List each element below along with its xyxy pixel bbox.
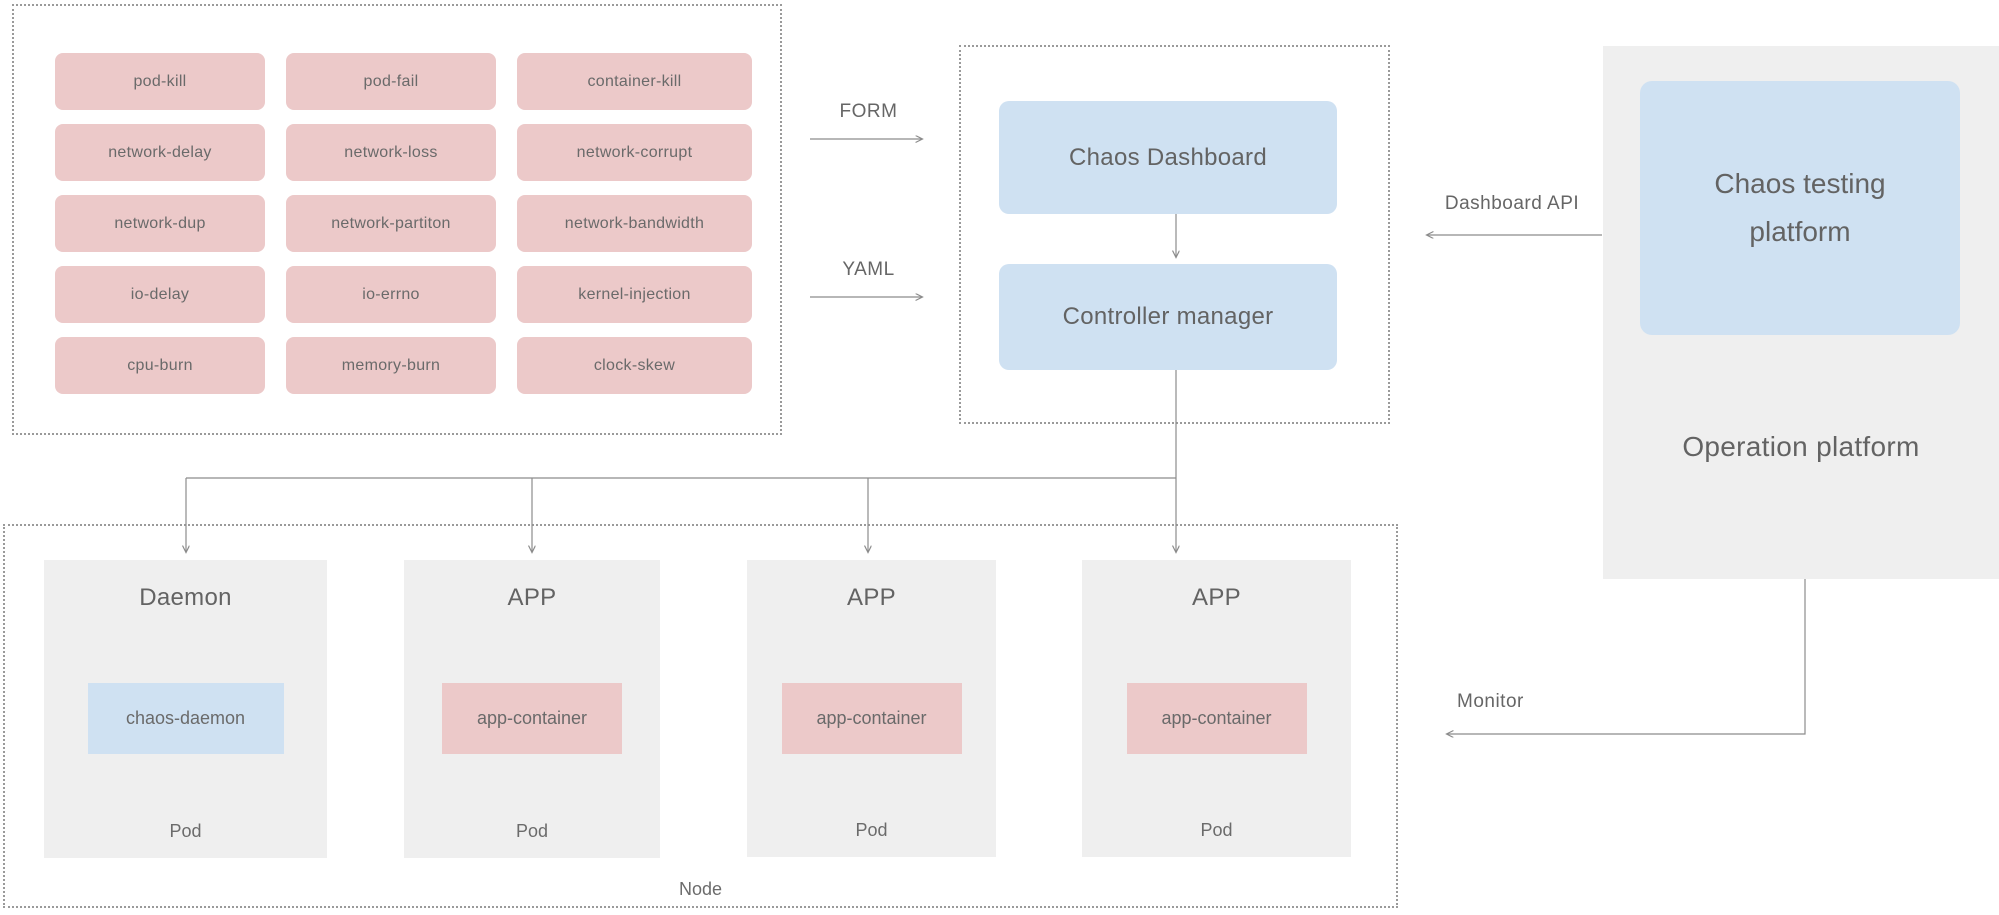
chaos-type-chip: network-dup [55, 195, 265, 252]
chaos-type-chip: network-delay [55, 124, 265, 181]
pod-label: Pod [855, 820, 888, 840]
pod-title: Daemon [139, 584, 232, 611]
app-container-chip: app-container [781, 683, 962, 754]
app-container-chip: app-container [1126, 683, 1307, 754]
app-container-chip: app-container [442, 683, 622, 754]
chaos-type-chip: io-errno [286, 266, 496, 323]
pod-label: Pod [1200, 820, 1233, 840]
chaos-types-panel: pod-kill pod-fail container-kill network… [12, 4, 782, 435]
operation-platform-panel: Chaos testing platform Operation platfor… [1603, 46, 1999, 579]
node-label: Node [678, 879, 723, 899]
chaos-type-chip: network-bandwidth [517, 195, 752, 252]
controller-manager-box: Controller manager [999, 264, 1337, 370]
chaos-testing-platform-label: Chaos testing platform [1714, 168, 1886, 247]
operation-platform-label: Operation platform [1682, 431, 1920, 462]
chaos-daemon-chip: chaos-daemon [87, 683, 284, 754]
chaos-type-chip: network-partiton [286, 195, 496, 252]
chaos-type-chip: network-loss [286, 124, 496, 181]
pod-label: Pod [515, 821, 549, 841]
pod-box-app: APP app-container Pod [747, 560, 996, 857]
dashboard-api-label: Dashboard API [1444, 193, 1580, 214]
chaos-type-chip: kernel-injection [517, 266, 752, 323]
pod-label: Pod [169, 821, 202, 841]
pod-title: APP [1192, 584, 1241, 611]
form-label: FORM [839, 101, 898, 122]
chaos-type-chip: network-corrupt [517, 124, 752, 181]
monitor-label: Monitor [1457, 691, 1524, 712]
yaml-label: YAML [842, 259, 895, 280]
chaos-type-chip: container-kill [517, 53, 752, 110]
control-plane-panel [959, 45, 1390, 424]
chaos-type-chip: io-delay [55, 266, 265, 323]
chaos-type-chip: clock-skew [517, 337, 752, 394]
pod-title: APP [847, 584, 896, 611]
chaos-type-chip: pod-fail [286, 53, 496, 110]
pod-box-app: APP app-container Pod [1082, 560, 1351, 857]
node-panel: Node [3, 524, 1398, 908]
chaos-testing-platform-box: Chaos testing platform [1640, 81, 1960, 335]
pod-title: APP [507, 584, 557, 611]
chaos-dashboard-box: Chaos Dashboard [999, 101, 1337, 214]
pod-box-app: APP app-container Pod [404, 560, 660, 858]
chaos-type-chip: pod-kill [55, 53, 265, 110]
chaos-types-grid: pod-kill pod-fail container-kill network… [55, 53, 752, 394]
pod-box-daemon: Daemon chaos-daemon Pod [44, 560, 327, 858]
chaos-type-chip: cpu-burn [55, 337, 265, 394]
chaos-type-chip: memory-burn [286, 337, 496, 394]
